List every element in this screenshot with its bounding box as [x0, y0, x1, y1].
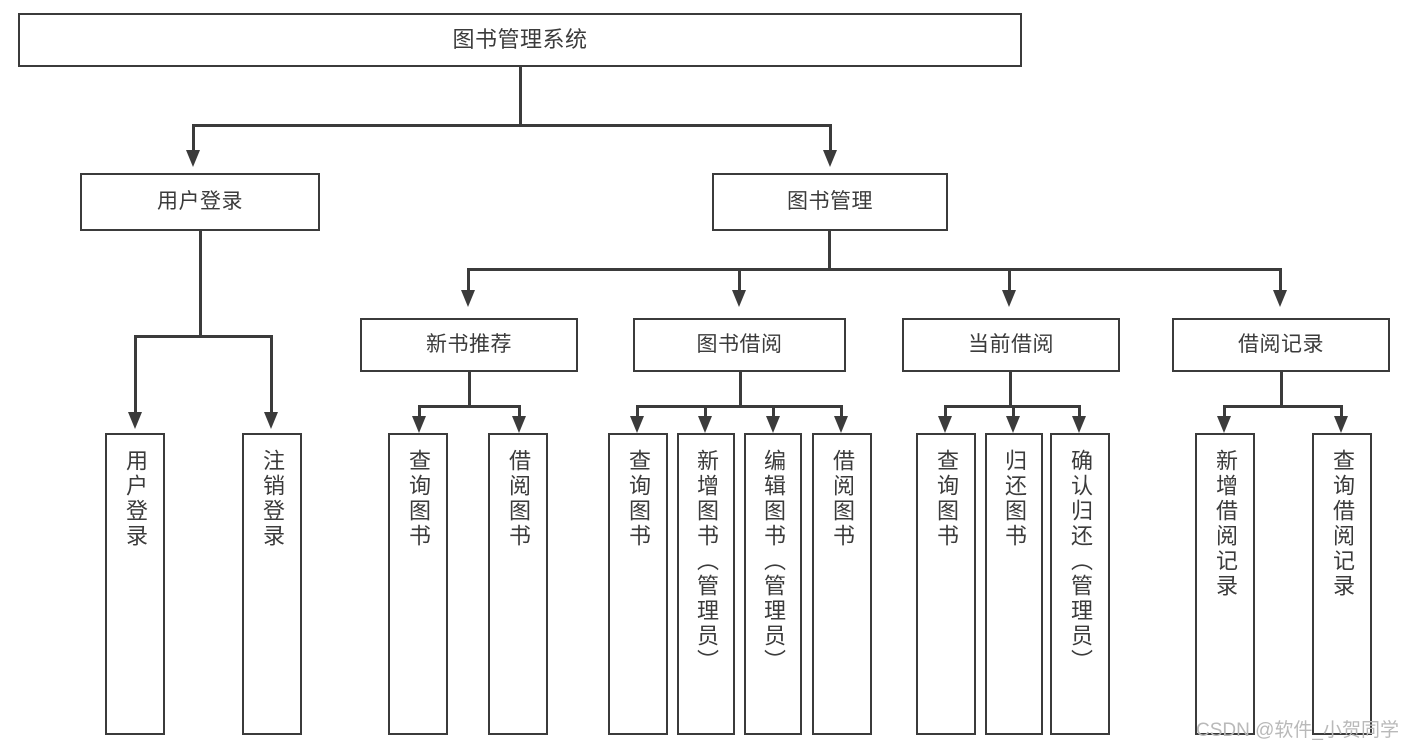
- node-label: 借阅图书: [830, 449, 855, 549]
- arrow-borrowrecord-to-leaf1: [1217, 416, 1231, 433]
- node-label: 用户登录: [157, 189, 243, 213]
- edge-bookborrow-to-leaf1: [636, 405, 639, 419]
- edge-newbook-to-leaf2: [518, 405, 521, 419]
- arrow-currentborrow-to-leaf2: [1006, 416, 1020, 433]
- edge-bookmgmt-to-lvl3-3: [1008, 268, 1011, 291]
- node-label: 注销登录: [260, 449, 285, 549]
- leaf-query-book-recommend[interactable]: 查询图书: [388, 433, 448, 735]
- edge-currentborrow-to-leaf2: [1012, 405, 1015, 419]
- leaf-logout[interactable]: 注销登录: [242, 433, 302, 735]
- node-label: 借阅记录: [1238, 332, 1324, 356]
- edge-userlogin-to-leaf1: [134, 335, 137, 413]
- leaf-add-book-admin[interactable]: 新增图书（管理员）: [677, 433, 735, 735]
- edge-bookmgmt-drop: [828, 231, 831, 270]
- node-label: 查询借阅记录: [1330, 449, 1355, 599]
- arrow-bookmgmt-to-lvl3-2: [732, 290, 746, 307]
- leaf-borrow-book-recommend[interactable]: 借阅图书: [488, 433, 548, 735]
- arrow-bookborrow-to-leaf1: [630, 416, 644, 433]
- leaf-query-book-current[interactable]: 查询图书: [916, 433, 976, 735]
- node-label: 当前借阅: [968, 332, 1054, 356]
- edge-currentborrow-to-leaf1: [944, 405, 947, 419]
- edge-bookborrow-to-leaf3: [772, 405, 775, 419]
- edge-newbook-fanbar: [418, 405, 520, 408]
- arrow-borrowrecord-to-leaf2: [1334, 416, 1348, 433]
- node-new-book-recommend[interactable]: 新书推荐: [360, 318, 578, 372]
- node-label: 确认归还（管理员）: [1068, 449, 1093, 674]
- arrow-currentborrow-to-leaf1: [938, 416, 952, 433]
- node-label: 查询图书: [934, 449, 959, 549]
- leaf-borrow-book[interactable]: 借阅图书: [812, 433, 872, 735]
- leaf-confirm-return-admin[interactable]: 确认归还（管理员）: [1050, 433, 1110, 735]
- arrow-currentborrow-to-leaf3: [1072, 416, 1086, 433]
- edge-bookmgmt-to-lvl3-4: [1279, 268, 1282, 291]
- arrow-bookmgmt-to-lvl3-3: [1002, 290, 1016, 307]
- leaf-query-borrow-record[interactable]: 查询借阅记录: [1312, 433, 1372, 735]
- leaf-add-borrow-record[interactable]: 新增借阅记录: [1195, 433, 1255, 735]
- node-borrow-record[interactable]: 借阅记录: [1172, 318, 1390, 372]
- edge-userlogin-drop: [199, 231, 202, 336]
- arrow-bookborrow-to-leaf4: [834, 416, 848, 433]
- edge-newbook-to-leaf1: [418, 405, 421, 419]
- edge-userlogin-to-leaf2: [270, 335, 273, 413]
- node-root-system[interactable]: 图书管理系统: [18, 13, 1022, 67]
- leaf-edit-book-admin[interactable]: 编辑图书（管理员）: [744, 433, 802, 735]
- node-user-login[interactable]: 用户登录: [80, 173, 320, 231]
- arrow-bookborrow-to-leaf3: [766, 416, 780, 433]
- node-label: 图书管理: [787, 189, 873, 213]
- arrow-bookmgmt-to-lvl3-4: [1273, 290, 1287, 307]
- node-label: 图书管理系统: [452, 27, 588, 53]
- edge-borrowrecord-to-leaf1: [1223, 405, 1226, 419]
- node-label: 新书推荐: [426, 332, 512, 356]
- node-label: 编辑图书（管理员）: [761, 449, 786, 674]
- node-current-borrow[interactable]: 当前借阅: [902, 318, 1120, 372]
- node-label: 用户登录: [123, 449, 148, 549]
- edge-bookborrow-to-leaf2: [704, 405, 707, 419]
- edge-userlogin-fanbar: [134, 335, 272, 338]
- edge-borrowrecord-drop: [1280, 372, 1283, 407]
- leaf-query-book-borrow[interactable]: 查询图书: [608, 433, 668, 735]
- node-label: 图书借阅: [696, 332, 783, 356]
- edge-bookmgmt-to-lvl3-2: [738, 268, 741, 291]
- edge-currentborrow-drop: [1009, 372, 1012, 407]
- arrow-userlogin-to-leaf1: [128, 412, 142, 429]
- arrow-userlogin-to-leaf2: [264, 412, 278, 429]
- edge-borrowrecord-fanbar: [1223, 405, 1342, 408]
- arrow-newbook-to-leaf1: [412, 416, 426, 433]
- node-label: 新增借阅记录: [1213, 449, 1238, 599]
- edge-borrowrecord-to-leaf2: [1340, 405, 1343, 419]
- edge-currentborrow-to-leaf3: [1078, 405, 1081, 419]
- node-book-borrow[interactable]: 图书借阅: [633, 318, 846, 372]
- node-label: 查询图书: [626, 449, 651, 549]
- edge-bookborrow-drop: [739, 372, 742, 407]
- arrow-root-to-bookmgmt: [823, 150, 837, 167]
- node-label: 归还图书: [1002, 449, 1027, 549]
- leaf-user-login[interactable]: 用户登录: [105, 433, 165, 735]
- node-label: 查询图书: [406, 449, 431, 549]
- node-book-management[interactable]: 图书管理: [712, 173, 948, 231]
- edge-bookmgmt-fanbar: [467, 268, 1281, 271]
- node-label: 新增图书（管理员）: [694, 449, 719, 674]
- edge-root-to-userlogin: [192, 124, 195, 151]
- arrow-bookmgmt-to-lvl3-1: [461, 290, 475, 307]
- edge-bookborrow-to-leaf4: [840, 405, 843, 419]
- edge-newbook-drop: [468, 372, 471, 407]
- arrow-newbook-to-leaf2: [512, 416, 526, 433]
- edge-root-to-bookmgmt: [829, 124, 832, 151]
- arrow-bookborrow-to-leaf2: [698, 416, 712, 433]
- edge-bookborrow-fanbar: [636, 405, 842, 408]
- leaf-return-book[interactable]: 归还图书: [985, 433, 1043, 735]
- edge-root-drop: [519, 67, 522, 124]
- node-label: 借阅图书: [506, 449, 531, 549]
- arrow-root-to-userlogin: [186, 150, 200, 167]
- edge-bookmgmt-to-lvl3-1: [467, 268, 470, 291]
- edge-root-fanbar: [192, 124, 832, 127]
